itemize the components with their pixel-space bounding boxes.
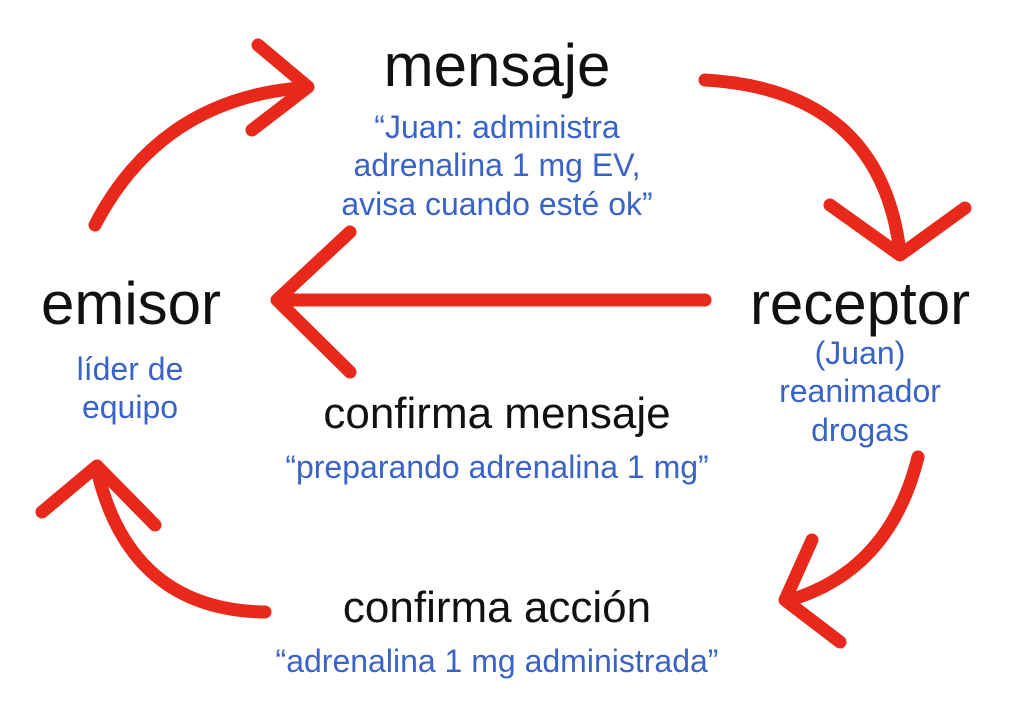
mensaje-title: mensaje <box>383 32 611 99</box>
receptor-detail-line: reanimador <box>779 373 941 410</box>
receptor-detail-line: (Juan) <box>814 335 906 371</box>
emisor-detail: líder de equipo <box>30 350 230 427</box>
arrow-receptor-to-confirma-accion <box>778 450 925 649</box>
mensaje-detail-line: “Juan: administra <box>374 109 620 145</box>
confirma-accion-title: confirma acción <box>342 583 652 632</box>
confirma-mensaje-detail: “preparando adrenalina 1 mg” <box>285 449 709 485</box>
emisor-detail-line: líder de <box>76 351 184 387</box>
receptor-detail-line: drogas <box>811 411 909 448</box>
mensaje-detail-line: avisa cuando esté ok” <box>341 185 653 222</box>
confirma-mensaje-title: confirma mensaje <box>323 389 671 438</box>
mensaje-detail-line: adrenalina 1 mg EV, <box>353 147 641 184</box>
confirma-accion-detail: “adrenalina 1 mg administrada” <box>275 643 719 679</box>
mensaje-detail: “Juan: administra adrenalina 1 mg EV, av… <box>297 108 697 223</box>
arrow-mensaje-to-receptor <box>698 73 972 262</box>
emisor-detail-line: equipo <box>81 389 179 426</box>
emisor-title: emisor <box>40 270 222 337</box>
arrow-emisor-to-mensaje <box>88 38 315 232</box>
arrow-confirma-accion-to-emisor <box>35 459 272 619</box>
receptor-detail: (Juan) reanimador drogas <box>760 334 960 449</box>
receptor-title: receptor <box>749 270 971 337</box>
arrow-receptor-to-emisor <box>270 225 712 379</box>
